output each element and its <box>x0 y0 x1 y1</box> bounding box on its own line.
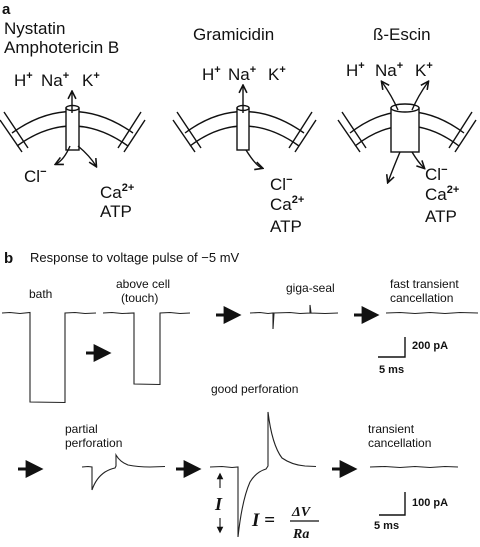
trace-good-perforation <box>209 411 317 538</box>
label-above-cell-2: (touch) <box>121 291 158 305</box>
label-partial-1: partial <box>65 422 98 436</box>
svg-text:K+: K+ <box>268 64 286 84</box>
ohm-equation: I = ΔV Ra <box>251 505 319 542</box>
scale-top-current: 200 pA <box>412 340 448 352</box>
svg-text:K+: K+ <box>82 70 100 90</box>
panel-b-title: Response to voltage pulse of −5 mV <box>30 250 240 265</box>
scale-bar-bottom <box>379 492 406 516</box>
equation-denominator: Ra <box>292 527 309 542</box>
trace-giga-seal <box>249 304 339 330</box>
cations-col1: H+ Na+ K+ <box>14 70 100 90</box>
label-bath: bath <box>29 287 52 301</box>
current-symbol: I <box>214 494 223 514</box>
equation-numerator: ΔV <box>291 505 312 520</box>
label-above-cell-1: above cell <box>116 277 170 291</box>
svg-text:H+: H+ <box>202 64 221 84</box>
membrane-pore-col1 <box>0 92 146 166</box>
trace-partial-perforation <box>81 452 166 491</box>
amphotericin-title: Amphotericin B <box>4 38 119 57</box>
atp-label-col1: ATP <box>100 202 132 221</box>
equation-lhs: I = <box>251 510 275 531</box>
ca-label-col3: Ca2+ <box>425 184 459 204</box>
scale-bottom-current: 100 pA <box>412 497 448 509</box>
nystatin-title: Nystatin <box>4 19 65 38</box>
label-fast-transient-2: cancellation <box>390 291 453 305</box>
svg-text:H+: H+ <box>14 70 33 90</box>
gramicidin-title: Gramicidin <box>193 25 274 44</box>
trace-bath <box>1 311 97 404</box>
trace-above-cell <box>102 311 191 386</box>
panel-b-label: b <box>4 250 13 267</box>
svg-text:Na+: Na+ <box>41 70 69 90</box>
cl-label-col1: Cl− <box>24 166 47 186</box>
escin-title: ß-Escin <box>373 25 431 44</box>
scale-bottom-time: 5 ms <box>374 520 399 532</box>
label-fast-transient-1: fast transient <box>390 277 459 291</box>
trace-fast-transient <box>385 311 479 315</box>
atp-label-col2: ATP <box>270 217 302 236</box>
svg-text:K+: K+ <box>415 60 433 80</box>
panel-a-label: a <box>2 1 11 18</box>
atp-label-col3: ATP <box>425 207 457 226</box>
cations-col2: H+ Na+ K+ <box>202 64 286 84</box>
cations-col3: H+ Na+ K+ <box>346 60 433 80</box>
svg-text:Na+: Na+ <box>375 60 403 80</box>
scale-top-time: 5 ms <box>379 364 404 376</box>
label-giga-seal: giga-seal <box>286 281 335 295</box>
cl-label-col2: Cl− <box>270 174 293 194</box>
membrane-pore-col2 <box>172 86 317 168</box>
membrane-pore-col3 <box>337 82 477 182</box>
svg-text:H+: H+ <box>346 60 365 80</box>
label-partial-2: perforation <box>65 436 122 450</box>
label-transient-2: cancellation <box>368 436 431 450</box>
ca-label-col1: Ca2+ <box>100 182 134 202</box>
cl-label-col3: Cl− <box>425 164 448 184</box>
ca-label-col2: Ca2+ <box>270 194 304 214</box>
label-transient-1: transient <box>368 422 415 436</box>
label-good-perforation: good perforation <box>211 382 298 396</box>
svg-text:Na+: Na+ <box>228 64 256 84</box>
scale-bar-top <box>378 337 406 358</box>
trace-transient-cancellation <box>369 465 459 469</box>
